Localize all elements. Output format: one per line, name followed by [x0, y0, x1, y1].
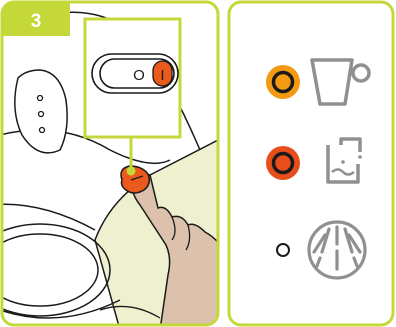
- callout-dot: [126, 166, 136, 176]
- cup-icon: [310, 58, 371, 106]
- step-number: 3: [31, 11, 42, 32]
- indicator-light-off: [276, 243, 290, 257]
- left-panel-frame: [0, 0, 220, 327]
- switch-on-symbol: I: [160, 67, 164, 84]
- indicator-row-descale: [266, 137, 362, 184]
- right-panel: [227, 0, 395, 327]
- step-badge: [2, 2, 70, 36]
- right-panel-frame: [227, 0, 395, 327]
- steam-nozzle-icon: [307, 220, 367, 280]
- power-switch: O I: [91, 53, 179, 94]
- indicator-row-steam: [276, 220, 367, 280]
- indicator-light-orange: [266, 65, 300, 99]
- descale-icon: [326, 137, 362, 184]
- drip-tray: [2, 203, 121, 319]
- switch-off-symbol: O: [133, 67, 145, 84]
- indicator-row-cup: [266, 58, 371, 106]
- left-panel: O I 3: [0, 0, 220, 327]
- indicator-light-red: [266, 146, 300, 180]
